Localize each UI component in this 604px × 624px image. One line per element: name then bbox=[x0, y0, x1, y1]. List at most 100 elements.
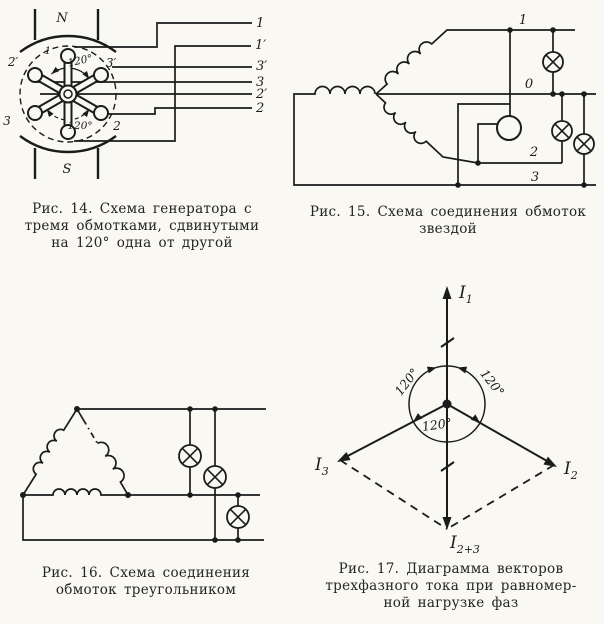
output-wires bbox=[35, 22, 252, 142]
rotor-label-3: 3 bbox=[3, 114, 11, 128]
wire-label-1-prime: 1′ bbox=[255, 38, 266, 53]
line-label-0: 0 bbox=[525, 77, 533, 92]
generator-schematic: N S 120° 120° 1 2′ 3′ 3 2 1 1′ 3′ 3 2′ 2 bbox=[3, 9, 267, 179]
caption-figure-17: Рис. 17. Диаграмма векторов трехфазного … bbox=[302, 561, 600, 612]
pole-bottom-label: S bbox=[63, 162, 72, 177]
arrowhead-icon bbox=[426, 366, 437, 374]
wire-label-3-prime: 3′ bbox=[256, 59, 267, 74]
vector-label-i23: I2+3 bbox=[449, 533, 480, 556]
current-vectors bbox=[339, 292, 555, 525]
arrowhead-icon bbox=[46, 108, 54, 118]
arrowhead-icon bbox=[442, 517, 452, 530]
equal-magnitude-tick bbox=[440, 337, 455, 348]
rotor-hub-inner bbox=[63, 89, 73, 99]
phase-coil-3-and-line-3 bbox=[293, 85, 596, 186]
motor-lead-line-3 bbox=[457, 103, 510, 185]
vector-i3 bbox=[339, 403, 448, 461]
wire-label-2: 2 bbox=[255, 101, 264, 116]
delta-connection-schematic bbox=[20, 406, 266, 543]
lamp-icon bbox=[203, 465, 227, 489]
winding-spokes bbox=[27, 48, 109, 140]
caption-line: Рис. 15. Схема соединения обмоток bbox=[309, 204, 587, 220]
phase-rail-bottom bbox=[22, 495, 264, 541]
lamp-icon bbox=[573, 133, 595, 155]
angle-label-bottom: 120° bbox=[421, 415, 453, 434]
arrowhead-icon bbox=[442, 286, 452, 299]
figure-15-star-connection: 1 0 2 3 bbox=[290, 6, 602, 202]
figure-14-generator-diagram: N S 120° 120° 1 2′ 3′ 3 2 1 1′ 3′ 3 2′ 2 bbox=[0, 0, 290, 196]
angle-circle bbox=[408, 365, 486, 443]
vector-i2 bbox=[446, 403, 555, 466]
lamp-icon bbox=[542, 51, 564, 73]
equal-magnitude-tick bbox=[440, 461, 455, 472]
rotor-hub bbox=[58, 84, 78, 104]
delta-right-coil bbox=[96, 441, 129, 496]
caption-line: обмоток треугольником bbox=[55, 582, 237, 598]
caption-line: Рис. 17. Диаграмма векторов bbox=[338, 561, 564, 577]
wire-label-3: 3 bbox=[256, 75, 264, 90]
rotor-label-2-prime: 2′ bbox=[7, 55, 19, 69]
angle-label-right: 120° bbox=[477, 366, 507, 399]
arrowhead-icon bbox=[337, 451, 351, 462]
caption-figure-14: Рис. 14. Схема генератора с тремя обмотк… bbox=[4, 201, 280, 252]
wire-1 bbox=[74, 22, 252, 48]
angle-label-top: 120° bbox=[67, 52, 94, 69]
arrowhead-icon bbox=[413, 413, 423, 422]
pole-top-label: N bbox=[55, 11, 68, 26]
vector-label-i1: I1 bbox=[458, 283, 473, 306]
phase-coil-1-and-line-1 bbox=[375, 29, 575, 95]
angle-label-bottom: 120° bbox=[67, 120, 92, 132]
angle-circle-arrowheads bbox=[413, 366, 480, 423]
delta-bottom-coil bbox=[23, 488, 128, 496]
caption-line: Рис. 14. Схема генератора с bbox=[32, 201, 252, 217]
delta-right-side-dashed bbox=[82, 418, 99, 444]
phase-coil-2-and-line-2 bbox=[375, 93, 562, 164]
star-connection-schematic: 1 0 2 3 bbox=[293, 13, 596, 188]
arrowhead-icon bbox=[82, 70, 90, 80]
vector-arrowheads bbox=[337, 286, 557, 530]
arrowhead-icon bbox=[457, 366, 468, 374]
rotor-label-2: 2 bbox=[112, 119, 121, 133]
wire-label-2-prime: 2′ bbox=[255, 87, 267, 102]
caption-figure-16: Рис. 16. Схема соединения обмоток треуго… bbox=[8, 565, 284, 599]
angle-label-left: 120° bbox=[391, 365, 421, 398]
lamps bbox=[542, 51, 595, 155]
arrowhead-icon bbox=[82, 108, 90, 118]
line-label-1: 1 bbox=[519, 13, 527, 28]
wire-2 bbox=[97, 107, 252, 115]
caption-line: Рис. 16. Схема соединения bbox=[41, 565, 251, 581]
star-circuit-wires bbox=[293, 29, 596, 186]
rotor-label-3-prime: 3′ bbox=[106, 56, 117, 70]
arrowhead-icon bbox=[51, 66, 60, 75]
caption-line: на 120° одна от другой bbox=[51, 235, 233, 251]
junction-dots bbox=[20, 406, 241, 543]
motor-lead-line-2 bbox=[477, 123, 497, 163]
arrowhead-icon bbox=[543, 456, 557, 467]
vector-label-i2: I2 bbox=[563, 459, 578, 482]
rotor-label-1: 1 bbox=[45, 46, 51, 57]
caption-line: ной нагрузке фаз bbox=[383, 595, 519, 611]
junction-dots bbox=[455, 27, 587, 188]
north-pole-piece bbox=[19, 9, 117, 53]
resultant-construction-dashes bbox=[339, 459, 555, 530]
vector-diagram: 120° 120° 120° I1 I2 I3 I2+3 bbox=[314, 283, 578, 556]
caption-line: тремя обмотками, сдвинутыми bbox=[24, 218, 260, 234]
line-label-3: 3 bbox=[531, 170, 539, 185]
caption-line: звездой bbox=[419, 221, 477, 237]
motor-icon bbox=[496, 115, 522, 141]
arrowhead-icon bbox=[470, 414, 480, 423]
caption-figure-15: Рис. 15. Схема соединения обмоток звездо… bbox=[296, 204, 600, 238]
lamp-icon bbox=[551, 120, 573, 142]
origin-dot bbox=[442, 399, 452, 409]
lamps bbox=[178, 444, 250, 529]
figure-16-delta-connection bbox=[6, 390, 290, 562]
delta-left-coil bbox=[22, 408, 78, 496]
vector-label-i3: I3 bbox=[314, 455, 329, 478]
lamp-icon bbox=[226, 505, 250, 529]
wire-label-1: 1 bbox=[256, 16, 264, 31]
line-label-2: 2 bbox=[529, 145, 538, 160]
caption-line: трехфазного тока при равномер- bbox=[325, 578, 577, 594]
lamp-icon bbox=[178, 444, 202, 468]
south-pole-piece bbox=[19, 135, 117, 179]
